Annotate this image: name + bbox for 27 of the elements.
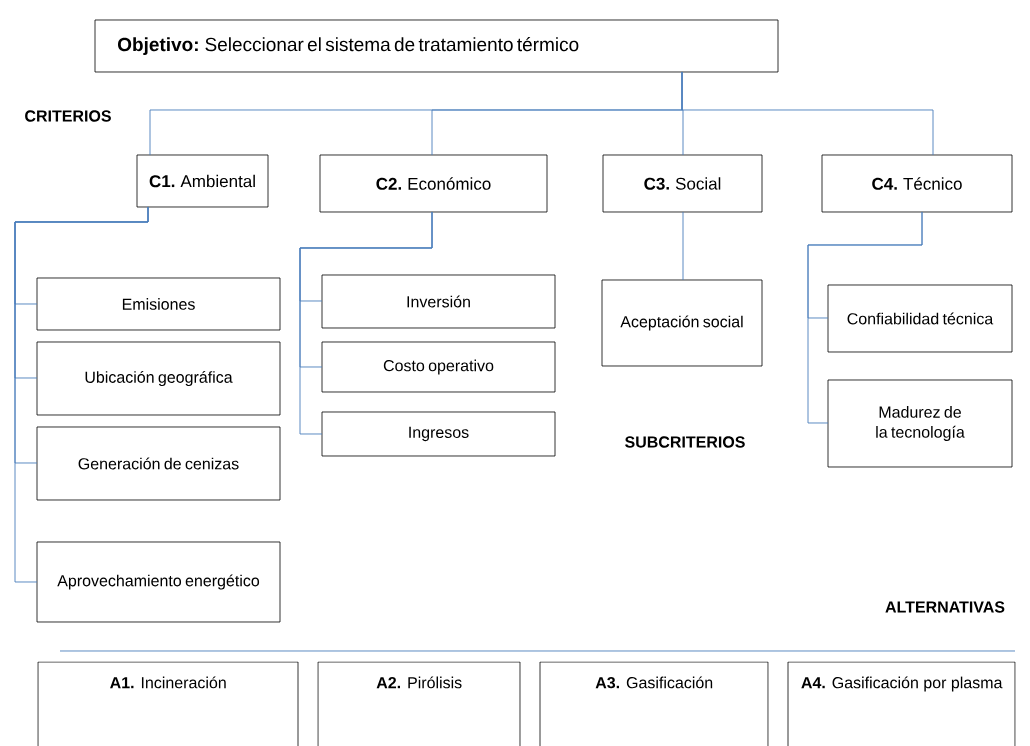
connector-line (807, 211, 923, 424)
connector-line (14, 206, 149, 583)
subcriterion-box: Emisiones (36, 277, 281, 331)
alternative-box: A2. Pirólisis (317, 661, 521, 746)
alternative-box: A3. Gasificación (539, 661, 769, 746)
connector-line (681, 71, 934, 156)
criterion-box: C2. Económico (319, 154, 548, 213)
criterion-box: C1. Ambiental (136, 154, 269, 208)
criterion-box: C3. Social (602, 154, 763, 213)
connector-line (682, 211, 684, 281)
alternative-box: A1. Incineración (37, 661, 299, 746)
section-label: ALTERNATIVAS (885, 601, 1005, 613)
subcriterion-box: Ubicación geográfica (36, 341, 281, 416)
criterion-box: C4. Técnico (821, 154, 1013, 213)
objective-box: Objetivo: Seleccionar el sistema de tratamiento térmico (94, 19, 779, 73)
subcriterion-box: Inversión (321, 274, 556, 329)
subcriterion-box: Generación de cenizas (36, 426, 281, 501)
subcriterion-box: Ingresos (321, 411, 556, 457)
alternative-box: A4. Gasificación por plasma (787, 661, 1016, 746)
section-label: SUBCRITERIOS (625, 436, 745, 448)
subcriterion-box: Aprovechamiento energético (36, 541, 281, 623)
subcriterion-box: Aceptación social (601, 279, 763, 367)
subcriterion-box: Costo operativo (321, 341, 556, 393)
subcriterion-box: Madurez de la tecnología (827, 379, 1013, 468)
subcriterion-box: Confiabilidad técnica (827, 284, 1013, 353)
connector-line (299, 211, 433, 435)
section-label: CRITERIOS (25, 110, 111, 122)
